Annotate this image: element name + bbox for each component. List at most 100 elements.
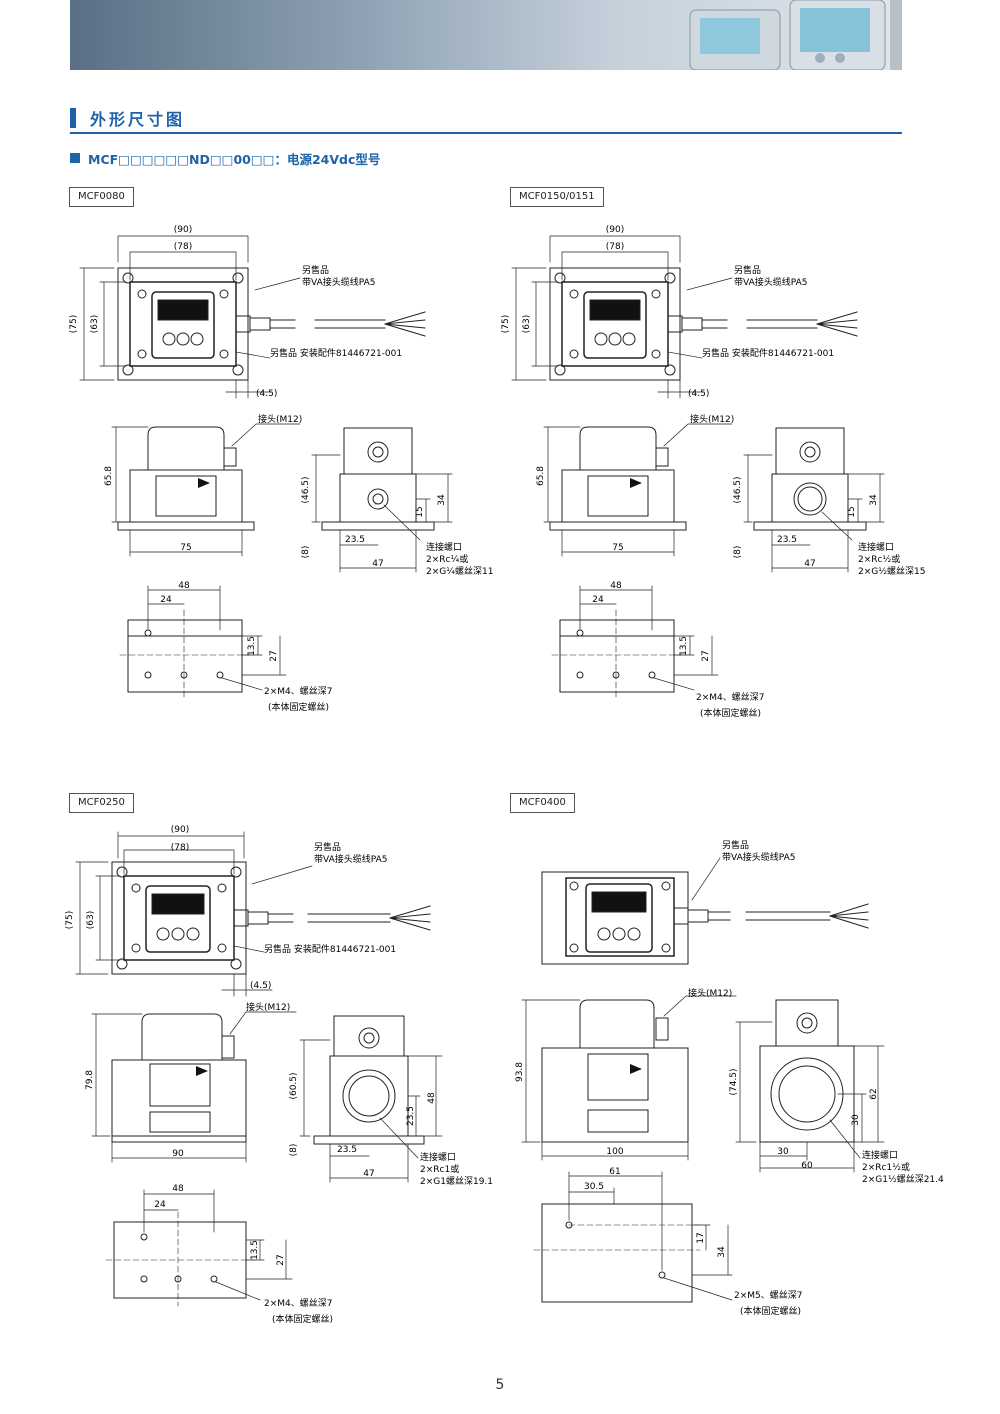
model-label-mcf0150: MCF0150/0151: [510, 187, 604, 207]
dim-height-63: (63): [86, 911, 96, 929]
note-port-g: 2×G½螺丝深15: [858, 565, 925, 577]
dim-width-75: 75: [612, 543, 623, 553]
dim-30-vertical: 30: [851, 1114, 861, 1126]
dim-48: 48: [610, 581, 622, 591]
note-port-rc: 2×Rc1或: [420, 1163, 459, 1175]
dim-width-78: (78): [606, 242, 624, 252]
dim-8: (8): [289, 1144, 299, 1157]
dim-47: 47: [363, 1169, 374, 1179]
section-title: 外形尺寸图: [70, 106, 902, 134]
dim-width-90: (90): [606, 225, 624, 235]
note-bracket: 另售品 安装配件81446721-001: [702, 347, 834, 359]
dim-23-5: 23.5: [337, 1145, 357, 1155]
dim-height-79-8: 79.8: [85, 1070, 95, 1090]
header-banner: [70, 0, 902, 70]
note-connector: 接头(M12): [688, 987, 732, 999]
dim-24: 24: [154, 1200, 166, 1210]
note-screw: 2×M5、螺丝深7: [734, 1289, 803, 1301]
section-title-text: 外形尺寸图: [90, 110, 186, 129]
dim-width-90: 90: [172, 1149, 184, 1159]
dim-height-75: (75): [65, 911, 75, 929]
page-number: 5: [0, 1377, 1000, 1393]
dim-13-5: 13.5: [250, 1240, 260, 1260]
note-port-g: 2×G1螺丝深19.1: [420, 1175, 493, 1187]
dim-8: (8): [301, 546, 311, 559]
dim-24: 24: [160, 595, 172, 605]
dim-24: 24: [592, 595, 604, 605]
note-connection-port: 连接螺口: [426, 541, 462, 553]
dim-48: 48: [178, 581, 190, 591]
note-port-rc: 2×Rc¼或: [426, 553, 468, 565]
note-port-rc: 2×Rc½或: [858, 553, 900, 565]
note-connection-port: 连接螺口: [858, 541, 894, 553]
dim-width-78: (78): [171, 843, 189, 853]
dim-height-93-8: 93.8: [515, 1062, 525, 1082]
note-connection-port: 连接螺口: [862, 1149, 898, 1161]
dim-4-5: (4.5): [256, 389, 277, 399]
dim-48: 48: [427, 1092, 437, 1104]
note-connector: 接头(M12): [246, 1001, 290, 1013]
dim-height-65-8: 65.8: [536, 466, 546, 486]
dim-13-5: 13.5: [679, 636, 689, 656]
subtitle-text: MCF□□□□□□ND□□00□□：电源24Vdc型号: [88, 151, 381, 167]
dim-30-5: 30.5: [584, 1182, 604, 1192]
dim-width-78: (78): [174, 242, 192, 252]
dim-width-90: (90): [171, 825, 189, 835]
dim-depth-46-5: (46.5): [733, 476, 743, 503]
drawing-mcf0080: (90) (78) (75) (63) (4.5) 另售品 带VA接头缆线PA5…: [69, 225, 493, 713]
note-sold-separately: 另售品: [302, 264, 329, 276]
dim-8: (8): [733, 546, 743, 559]
square-bullet-icon: [70, 153, 80, 163]
dim-13-5: 13.5: [247, 636, 257, 656]
dim-27: 27: [276, 1254, 286, 1265]
dim-15: 15: [847, 506, 857, 517]
dim-47: 47: [804, 559, 815, 569]
dim-48: 48: [172, 1184, 184, 1194]
dim-width-100: 100: [606, 1147, 623, 1157]
title-bar-marker: [70, 108, 76, 128]
note-fix-screw: (本体固定螺丝): [700, 707, 761, 719]
dim-width-90: (90): [174, 225, 192, 235]
dim-27: 27: [701, 650, 711, 661]
dim-depth-74-5: (74.5): [729, 1068, 739, 1095]
note-cable: 带VA接头缆线PA5: [314, 853, 387, 865]
note-screw: 2×M4、螺丝深7: [696, 691, 765, 703]
dim-height-65-8: 65.8: [104, 466, 114, 486]
dim-34: 34: [717, 1246, 727, 1258]
dim-34: 34: [437, 494, 447, 506]
dim-62: 62: [869, 1088, 879, 1099]
note-port-g: 2×G1½螺丝深21.4: [862, 1173, 944, 1185]
drawing-mcf0250: (90) (78) (75) (63) (4.5) 另售品 带VA接头缆线PA5…: [65, 825, 493, 1325]
note-fix-screw: (本体固定螺丝): [740, 1305, 801, 1317]
note-bracket: 另售品 安装配件81446721-001: [270, 347, 402, 359]
note-sold-separately: 另售品: [722, 839, 749, 851]
dim-4-5: (4.5): [688, 389, 709, 399]
note-sold-separately: 另售品: [314, 841, 341, 853]
dim-4-5: (4.5): [250, 981, 271, 991]
dim-23-5-vertical: 23.5: [406, 1106, 416, 1126]
dim-61: 61: [609, 1167, 620, 1177]
page-number-text: 5: [495, 1377, 505, 1393]
note-cable: 带VA接头缆线PA5: [734, 276, 807, 288]
model-label-mcf0400: MCF0400: [510, 793, 575, 813]
drawing-mcf0150: (90) (78) (75) (63) (4.5) 另售品 带VA接头缆线PA5…: [501, 225, 925, 719]
dim-34: 34: [869, 494, 879, 506]
dim-15: 15: [415, 506, 425, 517]
dim-depth-46-5: (46.5): [301, 476, 311, 503]
dim-47: 47: [372, 559, 383, 569]
dim-23-5: 23.5: [777, 535, 797, 545]
note-sold-separately: 另售品: [734, 264, 761, 276]
dim-height-75: (75): [69, 315, 79, 333]
dim-23-5: 23.5: [345, 535, 365, 545]
dim-depth-60-5: (60.5): [289, 1072, 299, 1099]
note-connection-port: 连接螺口: [420, 1151, 456, 1163]
model-label-mcf0250: MCF0250: [69, 793, 134, 813]
dim-width-75: 75: [180, 543, 191, 553]
note-connector: 接头(M12): [258, 413, 302, 425]
note-screw: 2×M4、螺丝深7: [264, 685, 333, 697]
note-port-rc: 2×Rc1½或: [862, 1161, 910, 1173]
note-cable: 带VA接头缆线PA5: [302, 276, 375, 288]
dim-height-63: (63): [90, 315, 100, 333]
model-label-mcf0080: MCF0080: [69, 187, 134, 207]
